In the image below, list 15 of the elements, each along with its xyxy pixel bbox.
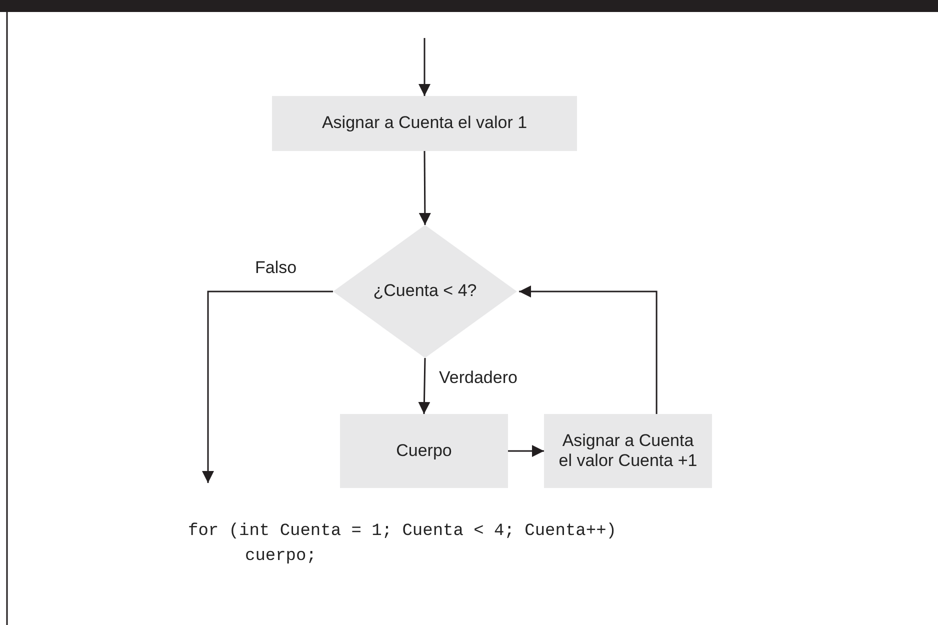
arrow — [418, 358, 430, 414]
arrow — [519, 286, 658, 414]
arrow — [418, 38, 430, 96]
code-line: cuerpo; — [245, 547, 316, 566]
box-text: Asignar a Cuenta el valor 1 — [322, 113, 528, 134]
code-line: for (int Cuenta = 1; Cuenta < 4; Cuenta++) — [188, 522, 616, 541]
process-box — [272, 96, 577, 151]
condition-text: ¿Cuenta < 4? — [373, 281, 477, 302]
arrow — [418, 151, 431, 225]
process-box — [544, 414, 712, 488]
box-text: Cuerpo — [396, 440, 452, 462]
arrow — [508, 445, 544, 457]
arrow — [202, 290, 333, 483]
process-box — [340, 414, 508, 488]
box-text: Asignar a Cuenta el valor Cuenta +1 — [558, 430, 698, 472]
